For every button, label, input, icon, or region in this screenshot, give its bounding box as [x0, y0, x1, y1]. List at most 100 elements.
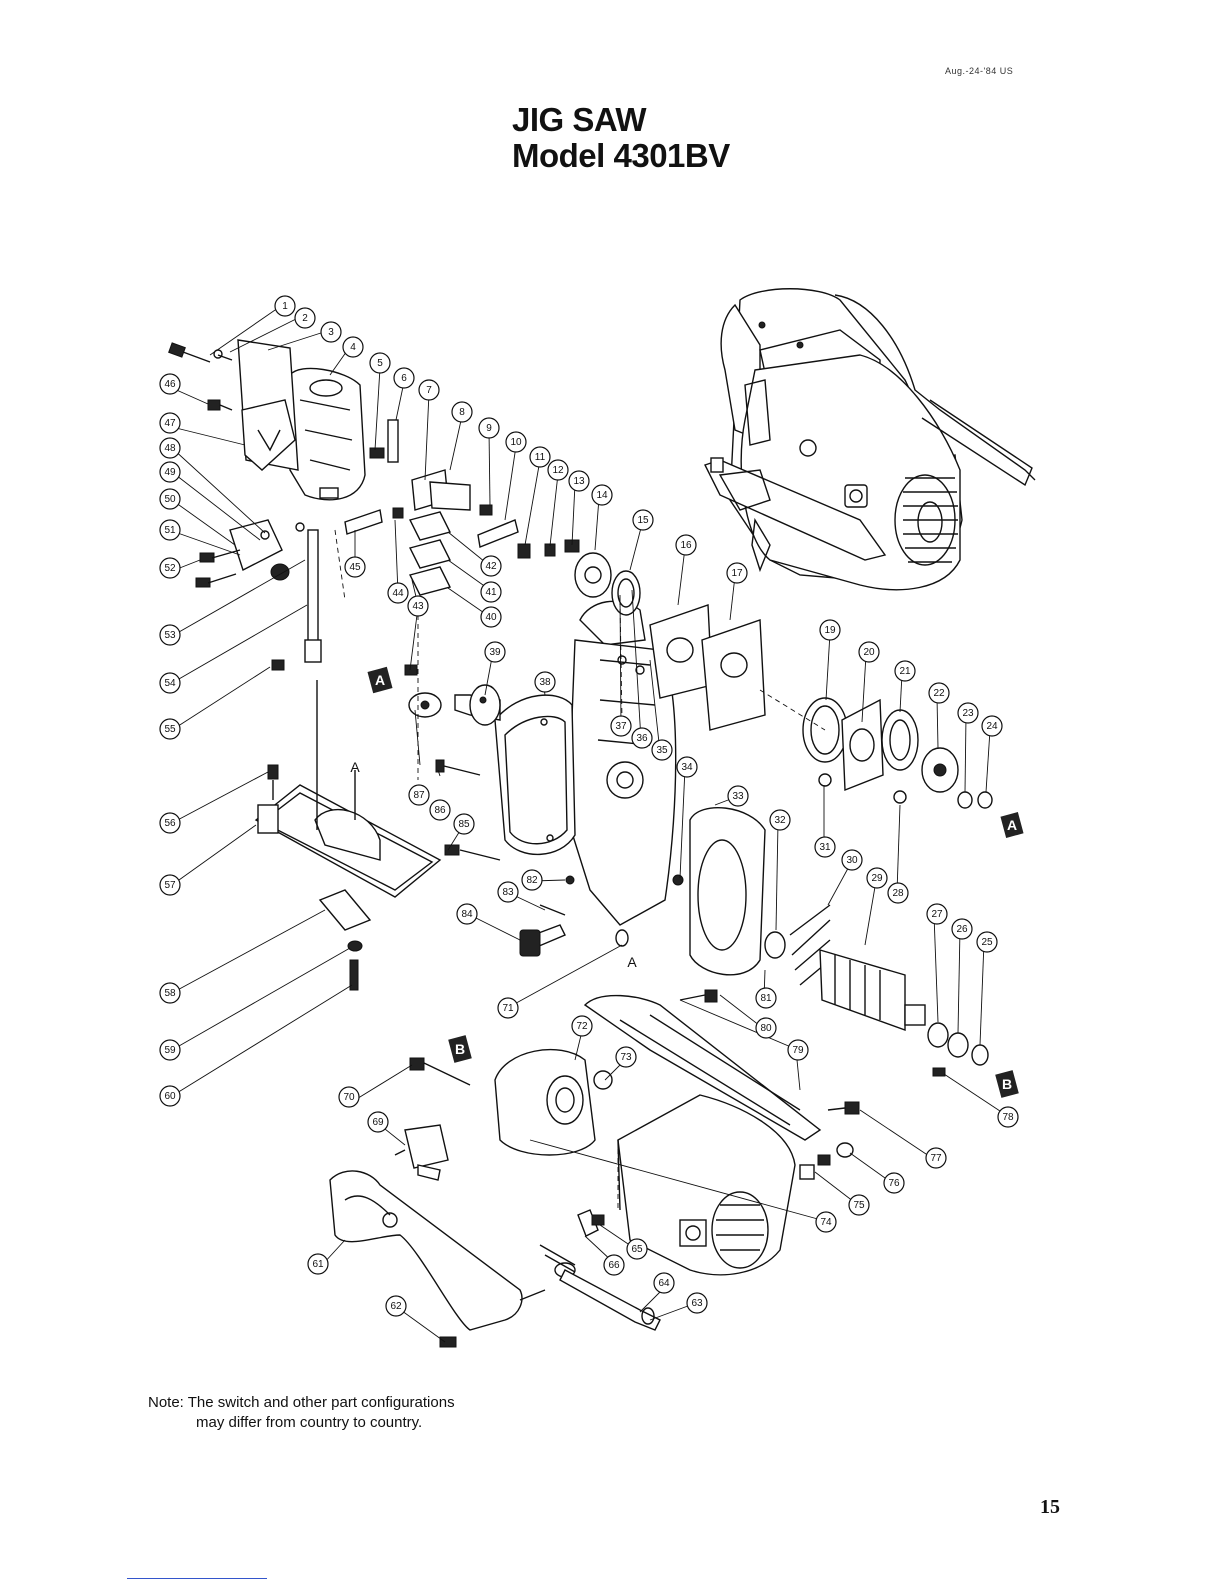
- callout-66: 66: [603, 1254, 625, 1276]
- callout-70: 70: [338, 1086, 360, 1108]
- svg-text:55: 55: [164, 724, 176, 735]
- svg-text:11: 11: [535, 452, 546, 463]
- svg-text:21: 21: [899, 666, 911, 677]
- svg-text:59: 59: [164, 1045, 176, 1056]
- callout-44: 44: [387, 582, 409, 604]
- svg-text:51: 51: [164, 525, 176, 536]
- callout-1: 1: [274, 295, 296, 317]
- svg-text:15: 15: [637, 515, 649, 526]
- svg-text:4: 4: [350, 342, 356, 353]
- note-line-2: may differ from country to country.: [196, 1414, 423, 1431]
- svg-text:73: 73: [620, 1052, 632, 1063]
- svg-text:39: 39: [489, 647, 501, 658]
- page-number: 15: [1040, 1496, 1060, 1518]
- note-line-1: Note: The switch and other part configur…: [148, 1394, 455, 1411]
- svg-text:12: 12: [552, 465, 564, 476]
- svg-text:17: 17: [731, 568, 743, 579]
- title-line-1: JIG SAW: [512, 101, 647, 138]
- callout-55: 55: [159, 718, 181, 740]
- callout-76: 76: [883, 1172, 905, 1194]
- svg-text:19: 19: [824, 625, 836, 636]
- callout-72: 72: [571, 1015, 593, 1037]
- svg-text:22: 22: [933, 688, 945, 699]
- callout-62: 62: [385, 1295, 407, 1317]
- callout-11: 11: [529, 446, 551, 468]
- svg-text:9: 9: [486, 423, 492, 434]
- svg-text:48: 48: [164, 443, 176, 454]
- svg-text:74: 74: [820, 1217, 832, 1228]
- svg-text:84: 84: [461, 909, 473, 920]
- svg-text:46: 46: [164, 379, 176, 390]
- svg-text:40: 40: [485, 612, 497, 623]
- svg-text:35: 35: [656, 745, 668, 756]
- svg-text:69: 69: [372, 1117, 384, 1128]
- callout-39: 39: [484, 641, 506, 663]
- svg-text:20: 20: [863, 647, 875, 658]
- callout-46: 46: [159, 373, 181, 395]
- svg-text:78: 78: [1002, 1112, 1014, 1123]
- callout-24: 24: [981, 715, 1003, 737]
- callout-78: 78: [997, 1106, 1019, 1128]
- svg-text:31: 31: [819, 842, 831, 853]
- blade-holder-group: [168, 339, 519, 671]
- svg-text:13: 13: [573, 476, 585, 487]
- callout-13: 13: [568, 470, 590, 492]
- svg-text:41: 41: [485, 587, 497, 598]
- reference-box-b-left: B: [448, 1035, 472, 1063]
- callout-74: 74: [815, 1211, 837, 1233]
- callout-57: 57: [159, 874, 181, 896]
- svg-text:36: 36: [636, 733, 648, 744]
- callout-60: 60: [159, 1085, 181, 1107]
- callout-38: 38: [534, 671, 556, 693]
- callout-52: 52: [159, 557, 181, 579]
- svg-text:8: 8: [459, 407, 465, 418]
- callout-10: 10: [505, 431, 527, 453]
- callout-8: 8: [451, 401, 473, 423]
- callout-83: 83: [497, 881, 519, 903]
- svg-text:62: 62: [390, 1301, 402, 1312]
- callout-77: 77: [925, 1147, 947, 1169]
- svg-text:A: A: [1007, 817, 1017, 833]
- drive-group: [517, 539, 993, 809]
- callout-84: 84: [456, 903, 478, 925]
- callout-65: 65: [626, 1238, 648, 1260]
- callout-48: 48: [159, 437, 181, 459]
- svg-text:83: 83: [502, 887, 514, 898]
- svg-text:87: 87: [413, 790, 425, 801]
- svg-text:58: 58: [164, 988, 176, 999]
- callout-12: 12: [547, 459, 569, 481]
- svg-text:61: 61: [312, 1259, 324, 1270]
- svg-text:43: 43: [412, 601, 424, 612]
- svg-text:24: 24: [986, 721, 998, 732]
- svg-text:32: 32: [774, 815, 786, 826]
- callout-47: 47: [159, 412, 181, 434]
- svg-text:70: 70: [343, 1092, 355, 1103]
- svg-text:10: 10: [510, 437, 522, 448]
- reference-box-a-left: A: [367, 666, 393, 694]
- svg-text:71: 71: [502, 1003, 514, 1014]
- callout-80: 80: [755, 1017, 777, 1039]
- callout-22: 22: [928, 682, 950, 704]
- callout-5: 5: [369, 352, 391, 374]
- callout-6: 6: [393, 367, 415, 389]
- date-code: Aug.-24-'84 US: [945, 66, 1014, 76]
- svg-text:53: 53: [164, 630, 176, 641]
- callout-86: 86: [429, 799, 451, 821]
- dashed-alignment-lines: [334, 529, 826, 1210]
- svg-text:14: 14: [596, 490, 608, 501]
- svg-text:54: 54: [164, 678, 176, 689]
- svg-text:7: 7: [426, 385, 432, 396]
- callout-21: 21: [894, 660, 916, 682]
- callout-58: 58: [159, 982, 181, 1004]
- callout-14: 14: [591, 484, 613, 506]
- svg-text:5: 5: [377, 358, 383, 369]
- svg-text:37: 37: [615, 721, 627, 732]
- callout-36: 36: [631, 727, 653, 749]
- assembled-jig-saw-drawing: [704, 288, 1036, 591]
- callout-30: 30: [841, 849, 863, 871]
- callout-45: 45: [344, 556, 366, 578]
- callout-49: 49: [159, 461, 181, 483]
- reference-box-b-right: B: [995, 1070, 1019, 1098]
- svg-text:27: 27: [931, 909, 943, 920]
